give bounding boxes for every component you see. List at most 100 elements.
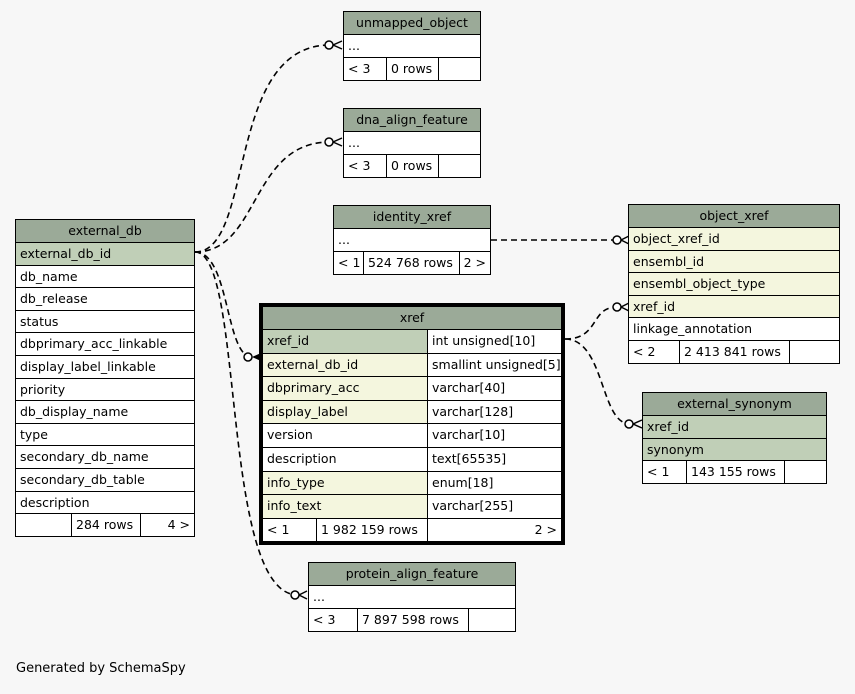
column-version: version varchar[10] (263, 424, 561, 448)
column-type: smallint unsigned[5] (428, 353, 561, 377)
link-external_db-protein_align_feature (194, 251, 299, 596)
column-dbprimary_acc_linkable: dbprimary_acc_linkable (16, 333, 194, 356)
table-footer: < 1 1 982 159 rows 2 > (263, 518, 561, 541)
column-name: version (263, 424, 428, 447)
table-title: external_db (16, 220, 194, 243)
link-external_db-xref (194, 251, 253, 358)
table-title: identity_xref (334, 206, 490, 229)
table-protein_align_feature[interactable]: protein_align_feature ... < 3 7 897 598 … (308, 562, 516, 632)
parents-count[interactable]: < 1 (643, 461, 687, 484)
parents-count[interactable]: < 3 (309, 608, 358, 631)
row-count: 2 413 841 rows (680, 340, 790, 363)
parents-count[interactable]: < 2 (629, 340, 680, 363)
column-ensembl_object_type: ensembl_object_type (629, 273, 839, 296)
column-display_label_linkable: display_label_linkable (16, 355, 194, 379)
table-title: unmapped_object (344, 12, 480, 35)
column-external_db_id: external_db_id (16, 243, 194, 266)
link-external_db-dna_align_feature (194, 141, 331, 253)
table-identity_xref[interactable]: identity_xref ... < 1 524 768 rows 2 > (333, 205, 491, 275)
row-count: 284 rows (72, 514, 141, 537)
column-db_name: db_name (16, 265, 194, 289)
table-footer: < 3 0 rows (344, 154, 480, 177)
table-footer: < 3 0 rows (344, 57, 480, 80)
column-name: xref_id (263, 330, 428, 353)
table-title: xref (263, 307, 561, 330)
column-info_text: info_text varchar[255] (263, 495, 561, 519)
column-row: ... (309, 586, 515, 609)
children-count[interactable]: 2 > (534, 521, 557, 537)
row-count: 0 rows (387, 154, 439, 177)
table-external_db[interactable]: external_db external_db_id db_name db_re… (15, 219, 195, 538)
column-display_label: display_label varchar[128] (263, 400, 561, 425)
column-name: info_type (263, 471, 428, 495)
column-type: text[65535] (432, 450, 507, 466)
table-title: object_xref (629, 205, 839, 228)
column-name: description (263, 447, 428, 471)
row-count: 0 rows (387, 57, 439, 80)
column-dbprimary_acc: dbprimary_acc varchar[40] (263, 377, 561, 401)
table-footer: < 2 2 413 841 rows (629, 340, 839, 363)
table-title: protein_align_feature (309, 563, 515, 586)
column-name: dbprimary_acc (263, 377, 428, 400)
column-type: type (16, 423, 194, 447)
parents-count (16, 514, 72, 537)
table-title: external_synonym (643, 393, 826, 416)
column-description: description (16, 491, 194, 515)
column-secondary_db_name: secondary_db_name (16, 446, 194, 469)
children-count (439, 58, 480, 80)
children-count (790, 341, 839, 363)
column-xref_id: xref_id (643, 416, 826, 439)
row-count: 7 897 598 rows (358, 608, 469, 631)
column-object_xref_id: object_xref_id (629, 228, 839, 251)
column-ensembl_id: ensembl_id (629, 250, 839, 274)
column-row: ... (334, 229, 490, 252)
column-db_release: db_release (16, 288, 194, 311)
table-unmapped_object[interactable]: unmapped_object ... < 3 0 rows (343, 11, 481, 81)
children-count (469, 609, 515, 631)
table-footer: < 1 524 768 rows 2 > (334, 251, 490, 274)
children-count (785, 461, 826, 483)
table-footer: 284 rows 4 > (16, 514, 194, 537)
table-object_xref[interactable]: object_xref object_xref_id ensembl_id en… (628, 204, 840, 364)
column-priority: priority (16, 378, 194, 402)
row-count: 1 982 159 rows (317, 518, 428, 541)
table-xref[interactable]: xref xref_id int unsigned[10] external_d… (259, 303, 565, 545)
row-count: 524 768 rows (364, 251, 460, 274)
children-count[interactable]: 2 > (463, 254, 486, 270)
column-secondary_db_table: secondary_db_table (16, 468, 194, 492)
table-dna_align_feature[interactable]: dna_align_feature ... < 3 0 rows (343, 108, 481, 178)
column-type: varchar[10] (432, 427, 506, 443)
column-type: varchar[40] (428, 377, 561, 400)
column-xref_id: xref_id int unsigned[10] (263, 330, 561, 354)
parents-count[interactable]: < 3 (344, 154, 387, 177)
parents-count[interactable]: < 1 (334, 251, 364, 274)
parents-count[interactable]: < 3 (344, 57, 387, 80)
link-external_db-unmapped_object (194, 44, 331, 253)
column-row: ... (344, 132, 480, 155)
generated-by-label: Generated by SchemaSpy (16, 661, 186, 676)
column-type: varchar[255] (428, 495, 561, 518)
column-name: external_db_id (263, 353, 428, 377)
parents-count[interactable]: < 1 (263, 518, 317, 541)
table-title: dna_align_feature (344, 109, 480, 132)
link-xref-external_synonym (564, 338, 631, 425)
column-info_type: info_type enum[18] (263, 471, 561, 496)
column-external_db_id: external_db_id smallint unsigned[5] (263, 353, 561, 378)
row-count: 143 155 rows (687, 461, 785, 484)
column-synonym: synonym (643, 438, 826, 462)
column-xref_id: xref_id (629, 295, 839, 319)
column-linkage_annotation: linkage_annotation (629, 318, 839, 341)
table-external_synonym[interactable]: external_synonym xref_id synonym < 1 143… (642, 392, 827, 485)
column-type: varchar[128] (428, 400, 561, 424)
table-footer: < 3 7 897 598 rows (309, 608, 515, 631)
column-description: description text[65535] (263, 447, 561, 472)
children-count[interactable]: 4 > (167, 517, 190, 533)
column-row: ... (344, 35, 480, 58)
column-db_display_name: db_display_name (16, 401, 194, 424)
children-count (439, 155, 480, 177)
column-type: enum[18] (428, 471, 561, 495)
table-footer: < 1 143 155 rows (643, 461, 826, 484)
column-name: info_text (263, 495, 428, 518)
column-name: display_label (263, 400, 428, 424)
